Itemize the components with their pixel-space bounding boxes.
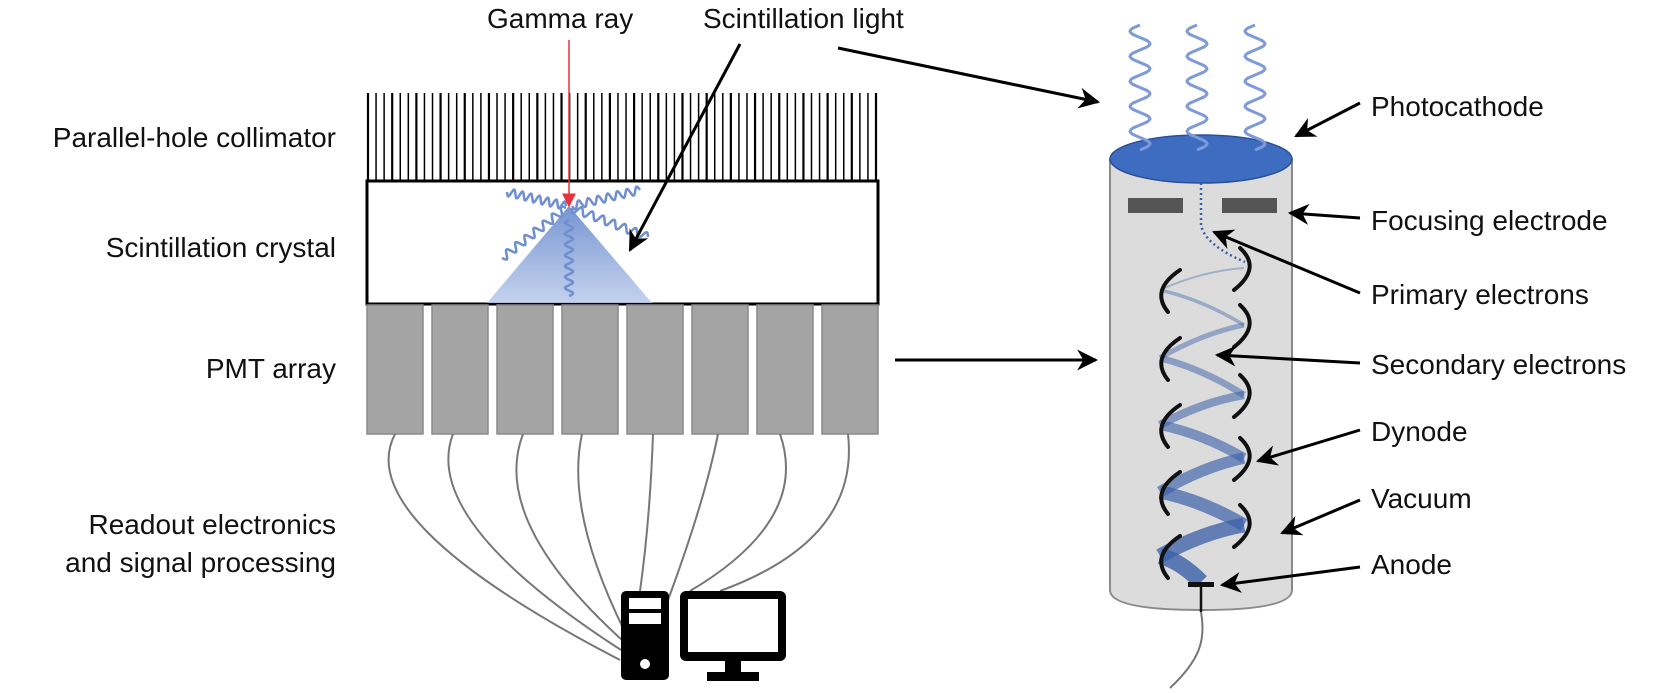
pmt-module bbox=[366, 304, 424, 435]
pmt-module bbox=[691, 304, 749, 435]
readout-wire bbox=[515, 433, 623, 641]
crystal-body bbox=[365, 179, 880, 306]
focusing-electrode-right bbox=[1222, 198, 1277, 213]
label-dynode: Dynode bbox=[1371, 416, 1468, 447]
readout-wire bbox=[387, 433, 621, 661]
dynode bbox=[1232, 503, 1252, 549]
dynode bbox=[1159, 336, 1182, 382]
pmt-module bbox=[431, 304, 489, 435]
arrow-photocathode bbox=[1294, 101, 1361, 138]
focusing-electrode-left bbox=[1128, 198, 1183, 213]
dynode bbox=[1232, 303, 1252, 349]
label-vacuum: Vacuum bbox=[1371, 483, 1472, 514]
arrow-vacuum bbox=[1280, 498, 1361, 536]
pmt-module bbox=[821, 304, 879, 435]
pmt-module bbox=[496, 304, 554, 435]
label-readout-line2: and signal processing bbox=[65, 547, 336, 578]
pmt-module bbox=[626, 304, 684, 435]
photomultiplier-tube bbox=[1109, 134, 1293, 689]
dynode bbox=[1159, 403, 1182, 449]
label-anode: Anode bbox=[1371, 549, 1452, 580]
electron-trail bbox=[1158, 322, 1245, 361]
arrow-dynode bbox=[1255, 428, 1361, 466]
monitor-icon bbox=[680, 591, 786, 681]
readout-wires bbox=[387, 433, 850, 661]
pmt-module bbox=[561, 304, 619, 435]
readout-wire bbox=[667, 433, 719, 601]
label-pmt-array: PMT array bbox=[206, 353, 336, 384]
electron-trail bbox=[1157, 390, 1245, 429]
electron-trail bbox=[1159, 354, 1246, 398]
scint-light-arrow-tube bbox=[837, 46, 1101, 109]
light-wave bbox=[1128, 23, 1152, 152]
scintillation-cone bbox=[487, 206, 652, 303]
scintillation-photon bbox=[570, 185, 642, 211]
electron-trail bbox=[1159, 288, 1245, 327]
anode bbox=[1188, 582, 1214, 587]
pmt-array bbox=[366, 304, 879, 435]
electron-trail bbox=[1159, 420, 1247, 463]
output-wire bbox=[1169, 611, 1204, 689]
arrow-primary-electrons bbox=[1212, 229, 1361, 295]
computer-tower-icon bbox=[621, 591, 669, 680]
dynode bbox=[1232, 373, 1252, 419]
incoming-scintillation-light bbox=[1128, 23, 1267, 152]
readout-wire bbox=[577, 433, 625, 631]
parallel-hole-collimator bbox=[366, 93, 878, 181]
arrow-anode bbox=[1219, 565, 1361, 593]
scintillation-photon bbox=[563, 218, 575, 298]
pmt-callout-arrows bbox=[1212, 101, 1361, 593]
label-crystal: Scintillation crystal bbox=[106, 232, 336, 263]
scintillation-photon bbox=[505, 188, 568, 210]
label-scintillation-light: Scintillation light bbox=[703, 3, 904, 34]
label-photocathode: Photocathode bbox=[1371, 91, 1544, 122]
dynode bbox=[1159, 268, 1182, 314]
label-gamma-ray: Gamma ray bbox=[487, 3, 633, 34]
light-wave bbox=[1185, 23, 1209, 152]
readout-wire bbox=[719, 433, 850, 592]
light-wave bbox=[1243, 23, 1267, 152]
dynode bbox=[1232, 436, 1252, 482]
label-readout-line1: Readout electronics bbox=[89, 509, 336, 540]
scintillation-crystal bbox=[365, 40, 880, 306]
dynode bbox=[1232, 246, 1252, 292]
readout-wire bbox=[447, 433, 622, 651]
arrow-secondary-electrons bbox=[1214, 345, 1361, 367]
label-focusing-electrode: Focusing electrode bbox=[1371, 205, 1608, 236]
dynode bbox=[1159, 534, 1182, 580]
label-primary-electrons: Primary electrons bbox=[1371, 279, 1589, 310]
scintillation-photon bbox=[501, 205, 567, 261]
scint-light-arrow-crystal bbox=[628, 43, 742, 252]
pmt-module bbox=[756, 304, 814, 435]
readout-wire bbox=[689, 433, 787, 592]
dynodes bbox=[1159, 246, 1252, 580]
label-collimator: Parallel-hole collimator bbox=[53, 122, 336, 153]
arrow-focusing-electrode bbox=[1287, 203, 1361, 225]
readout-wire bbox=[639, 433, 654, 592]
label-secondary-electrons: Secondary electrons bbox=[1371, 349, 1626, 380]
dynode bbox=[1159, 470, 1182, 516]
electron-trail bbox=[1159, 267, 1245, 291]
